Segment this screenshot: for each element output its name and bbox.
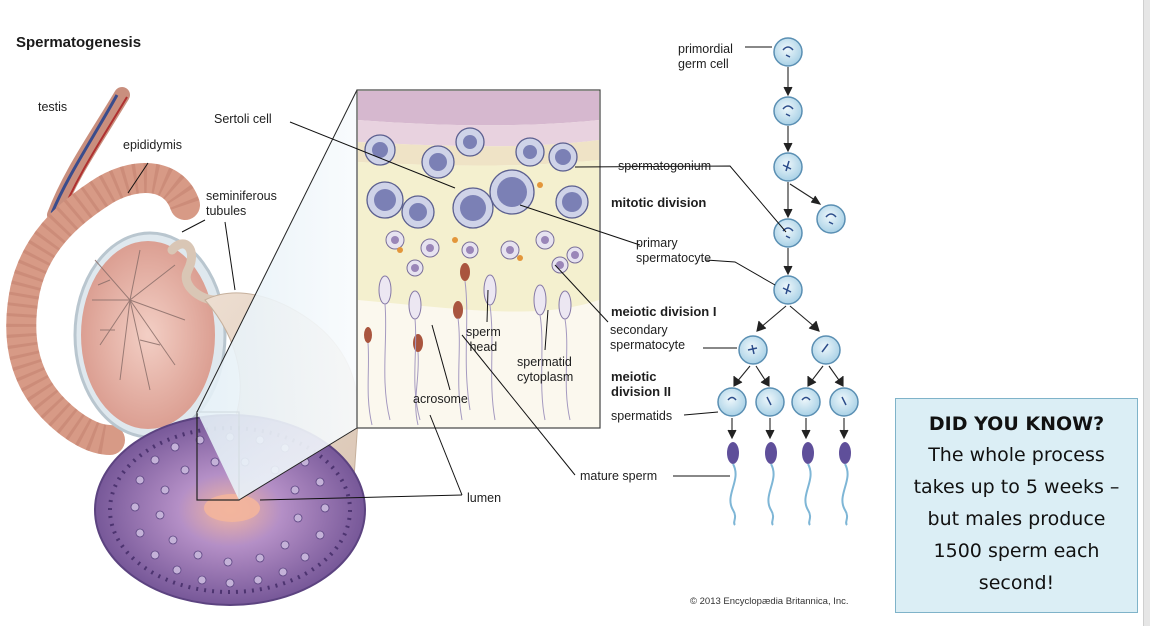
label-primary-spermatocyte: primary spermatocyte (636, 236, 712, 265)
label-spermatid-cytoplasm: spermatid cytoplasm (517, 355, 574, 384)
label-seminiferous-tubules: seminiferous tubules (206, 189, 277, 218)
callout-body: The whole process takes up to 5 weeks – … (913, 444, 1120, 594)
label-meiotic-division-2: meiotic division II (611, 369, 671, 399)
label-mature-sperm: mature sperm (580, 469, 658, 483)
label-mitotic-division: mitotic division (611, 195, 707, 210)
callout-heading: DID YOU KNOW? (928, 413, 1105, 435)
scrollbar[interactable] (1143, 0, 1150, 626)
copyright-notice: © 2013 Encyclopædia Britannica, Inc. (690, 596, 849, 607)
label-epididymis: epididymis (123, 138, 183, 152)
label-meiotic-division-1: meiotic division I (611, 304, 717, 319)
label-sertoli-cell: Sertoli cell (214, 112, 272, 126)
magnification-wedge (197, 90, 357, 500)
did-you-know-callout: DID YOU KNOW? The whole process takes up… (895, 398, 1138, 613)
label-spermatogonium: spermatogonium (618, 159, 712, 173)
label-testis: testis (38, 100, 68, 114)
label-spermatids: spermatids (611, 409, 673, 423)
mature-sperm-cells (727, 442, 851, 526)
label-acrosome: acrosome (413, 392, 468, 406)
flow-arrows (727, 67, 849, 440)
label-secondary-spermatocyte: secondary spermatocyte (610, 323, 686, 352)
label-lumen: lumen (467, 491, 502, 505)
epididymis-shape (6, 163, 200, 455)
flow-cells (717, 37, 859, 417)
label-sperm-head: sperm head (466, 325, 501, 354)
diagram-title: Spermatogenesis (16, 34, 142, 51)
leader-lines (127, 121, 576, 501)
testis-shape (73, 231, 227, 439)
magnified-inset (356, 89, 601, 429)
label-primordial-germ-cell: primordial germ cell (678, 42, 733, 71)
